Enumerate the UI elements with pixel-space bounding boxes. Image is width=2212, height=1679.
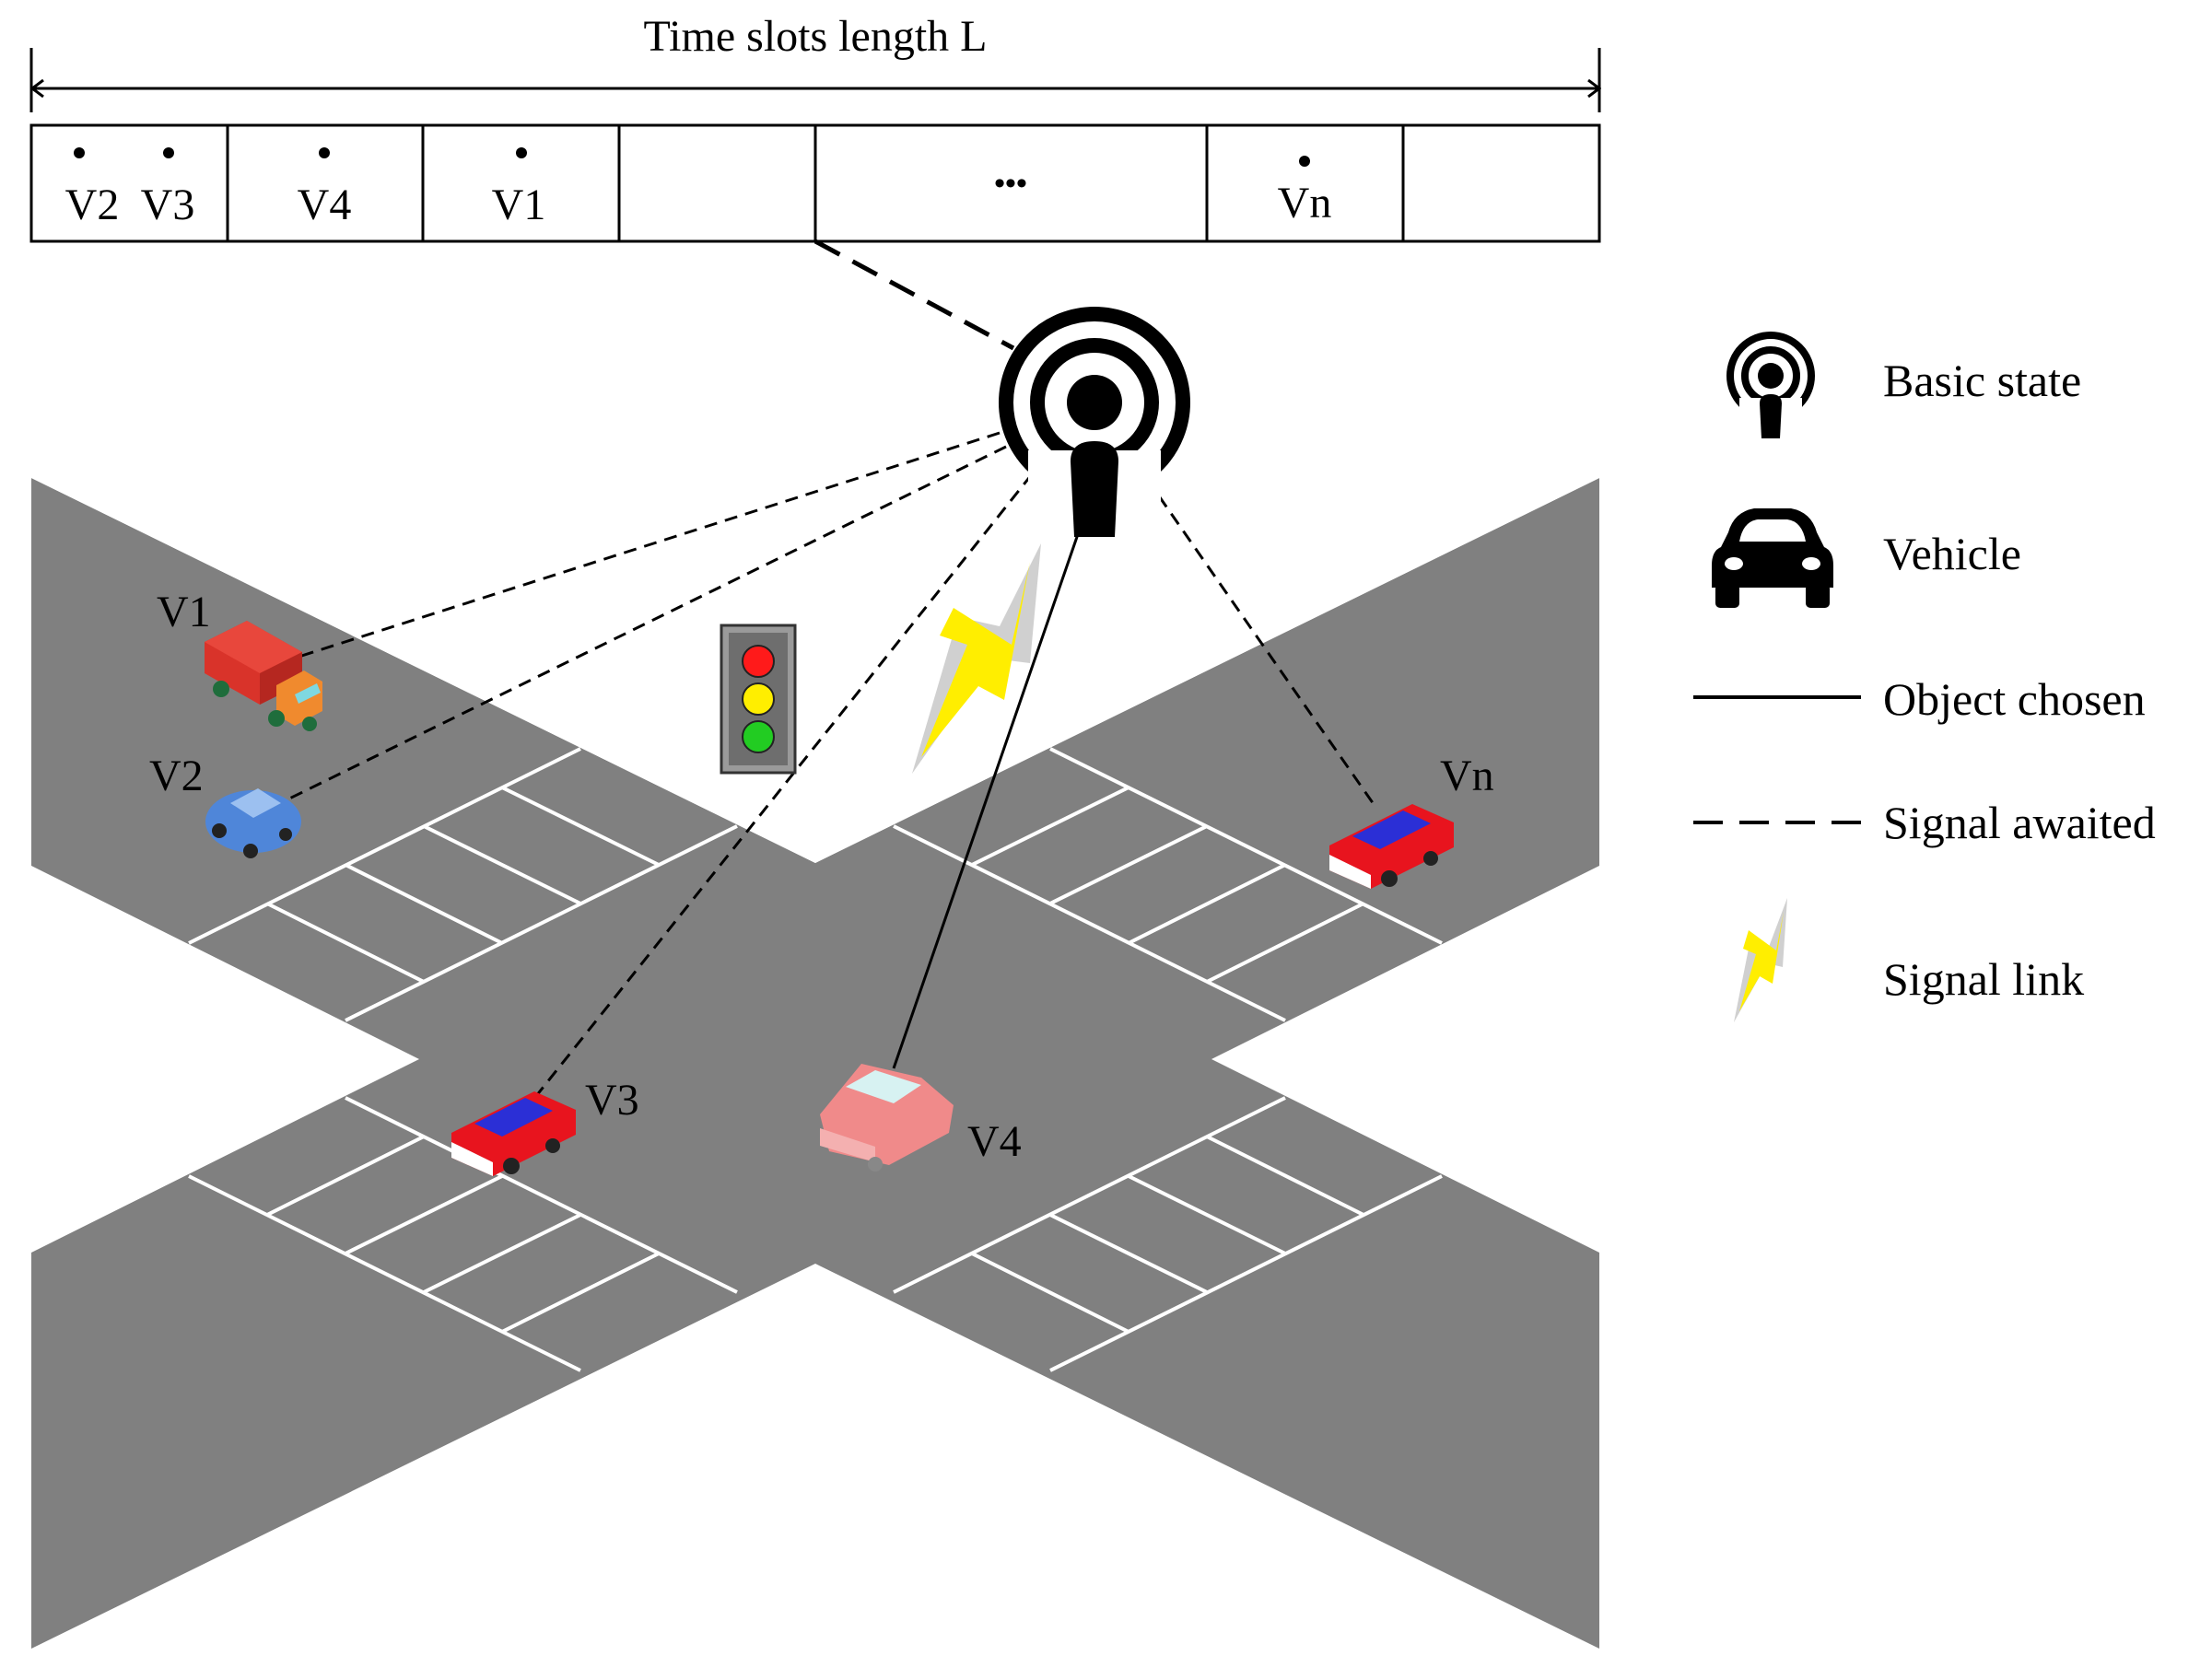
- crosswalk-line: [893, 824, 1286, 1022]
- timeline-title: Time slots length L: [644, 12, 988, 61]
- legend-antenna-icon: [1726, 332, 1815, 438]
- awaited-link-vn: [1145, 478, 1377, 808]
- lightning-icon: [912, 543, 1041, 774]
- legend-signal-link-label: Signal link: [1883, 953, 2084, 1005]
- crosswalk-stripe: [1049, 1213, 1208, 1294]
- car-vn: [1329, 804, 1454, 889]
- crosswalk-markings: [188, 747, 1443, 1372]
- crosswalk-stripe: [1206, 1135, 1364, 1217]
- signal-links: [275, 239, 1377, 1097]
- slot-ellipsis: •••: [994, 167, 1027, 201]
- car-v2: [205, 788, 301, 858]
- crosswalk-line: [188, 1174, 581, 1372]
- vehicle-label-v2: V2: [149, 752, 204, 800]
- crosswalk-stripe: [501, 786, 660, 867]
- crosswalk-line: [1049, 1174, 1443, 1372]
- crosswalk-line: [188, 747, 581, 945]
- crosswalk-stripe: [345, 863, 503, 945]
- slot-dot: [319, 147, 330, 158]
- road-surface: [31, 478, 1599, 1649]
- slot-label: V2: [65, 181, 120, 229]
- slot-dot: [516, 147, 527, 158]
- vehicle-label-v1: V1: [157, 588, 211, 636]
- slot-dot: [74, 147, 85, 158]
- legend-signal-awaited-label: Signal awaited: [1883, 797, 2156, 848]
- crosswalk-stripe: [266, 1135, 425, 1217]
- crosswalk-line: [345, 1096, 738, 1294]
- awaited-link-v2: [275, 445, 1007, 807]
- road-notch-top: [31, 474, 1599, 863]
- legend-object-chosen-label: Object chosen: [1883, 673, 2146, 725]
- vehicle-label-v3: V3: [585, 1076, 639, 1125]
- awaited-link-v1: [289, 431, 1001, 661]
- crosswalk-stripe: [1049, 824, 1208, 905]
- crosswalk-line: [345, 824, 738, 1022]
- legend-basic-state-label: Basic state: [1883, 355, 2081, 406]
- antenna-icon: [999, 307, 1190, 537]
- crosswalk-stripe: [1128, 1174, 1286, 1255]
- slot-dot: [1299, 156, 1310, 167]
- car-v3: [451, 1091, 576, 1176]
- crosswalk-line: [893, 1096, 1286, 1294]
- slot-label: V1: [492, 181, 546, 229]
- slot-label: Vn: [1278, 179, 1332, 227]
- car-v4: [820, 1064, 954, 1172]
- timeline-to-tower-link: [813, 239, 1015, 351]
- crosswalk-stripe: [501, 1252, 660, 1334]
- slot-label: V4: [298, 181, 352, 229]
- legend-lightning-icon: [1734, 898, 1787, 1022]
- timeline: Time slots length L V2 V3 V4 V1 ••• Vn: [29, 12, 1599, 243]
- legend-vehicle-label: Vehicle: [1883, 528, 2021, 579]
- crosswalk-stripe: [971, 786, 1129, 867]
- vehicle-label-vn: Vn: [1440, 752, 1494, 800]
- crosswalk-stripe: [1128, 863, 1286, 945]
- crosswalk-stripe: [1206, 902, 1364, 984]
- slot-dot: [163, 147, 174, 158]
- vehicle-label-v4: V4: [967, 1117, 1022, 1166]
- crosswalk-stripe: [423, 824, 581, 905]
- legend-car-icon: [1712, 508, 1833, 608]
- traffic-light-icon: [720, 624, 797, 775]
- slot-label: V3: [141, 181, 195, 229]
- legend: Basic state Vehicle Object chosen Signal…: [1693, 332, 2156, 1022]
- chosen-link-v4: [892, 533, 1080, 1069]
- intersection-road: [31, 474, 1599, 1649]
- crosswalk-stripe: [345, 1174, 503, 1255]
- crosswalk-stripe: [971, 1252, 1129, 1334]
- crosswalk-line: [1049, 747, 1443, 945]
- crosswalk-stripe: [423, 1213, 581, 1294]
- truck-v1: [205, 621, 322, 731]
- crosswalk-stripe: [266, 902, 425, 984]
- awaited-link-v3: [534, 473, 1034, 1097]
